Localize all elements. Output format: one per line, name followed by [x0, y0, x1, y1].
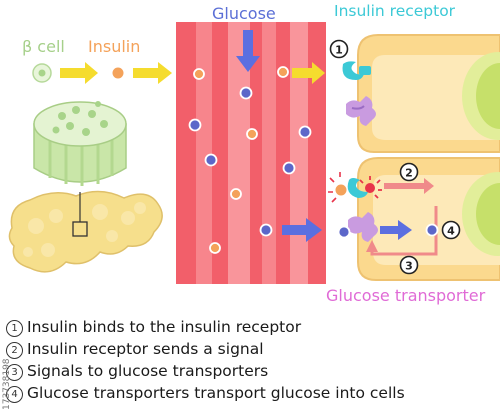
glucose-inside-arrow	[380, 220, 412, 240]
step-marker-4-text: 4	[447, 225, 455, 238]
legend-text-1: Insulin binds to the insulin receptor	[27, 318, 302, 336]
glucose-transporter-label: Glucose transporter	[326, 286, 486, 305]
yellow-arrow-3	[292, 62, 325, 84]
insulin-receptor-label: Insulin receptor	[334, 2, 456, 20]
yellow-arrow-1	[60, 62, 98, 84]
legend-num-4: 4	[6, 386, 23, 403]
insulin-receptor-upper	[342, 61, 371, 80]
signal-arrow-2	[384, 178, 434, 194]
insulin-particle-icon	[110, 65, 126, 81]
yellow-arrow-2	[133, 62, 172, 84]
legend-text-3: Signals to glucose transporters	[27, 362, 269, 380]
legend-num-1: 1	[6, 320, 23, 337]
glucose-label: Glucose	[212, 4, 276, 23]
target-cell-lower	[357, 157, 500, 281]
step-marker-3: 3	[399, 255, 419, 275]
target-cell-upper	[357, 34, 500, 153]
glucose-inside-cell	[425, 223, 439, 237]
glucose-down-arrow	[236, 30, 260, 72]
stock-watermark-id: 173738198	[2, 358, 12, 410]
insulin-receptor-lower	[347, 178, 368, 198]
legend-num-3: 3	[6, 364, 23, 381]
step-marker-2: 2	[399, 162, 419, 182]
signal-burst-icon	[328, 172, 382, 203]
legend-text-2: Insulin receptor sends a signal	[27, 340, 264, 358]
legend-num-2: 2	[6, 342, 23, 359]
glucose-transporter-upper	[346, 96, 376, 126]
insulin-label: Insulin	[88, 37, 141, 56]
glucose-particles	[188, 86, 312, 237]
legend-text-4: Glucose transporters transport glucose i…	[27, 384, 405, 402]
pancreas	[8, 190, 163, 273]
insulin-bound-lower	[333, 182, 349, 198]
glucose-entry-arrow	[282, 218, 322, 242]
step-marker-4: 4	[441, 220, 461, 240]
islet-of-langerhans	[33, 101, 127, 186]
step-marker-2-text: 2	[405, 167, 413, 180]
beta-cell-label: β cell	[22, 37, 65, 56]
beta-cell-icon	[32, 63, 52, 83]
step-marker-3-text: 3	[405, 260, 413, 273]
pancreas-highlight-square	[72, 221, 88, 237]
step-marker-1-text: 1	[335, 44, 343, 57]
glucose-transporter-lower	[348, 212, 378, 242]
step-marker-1: 1	[329, 39, 349, 59]
insulin-particles	[193, 66, 289, 254]
glucose-at-transporter	[337, 225, 351, 239]
